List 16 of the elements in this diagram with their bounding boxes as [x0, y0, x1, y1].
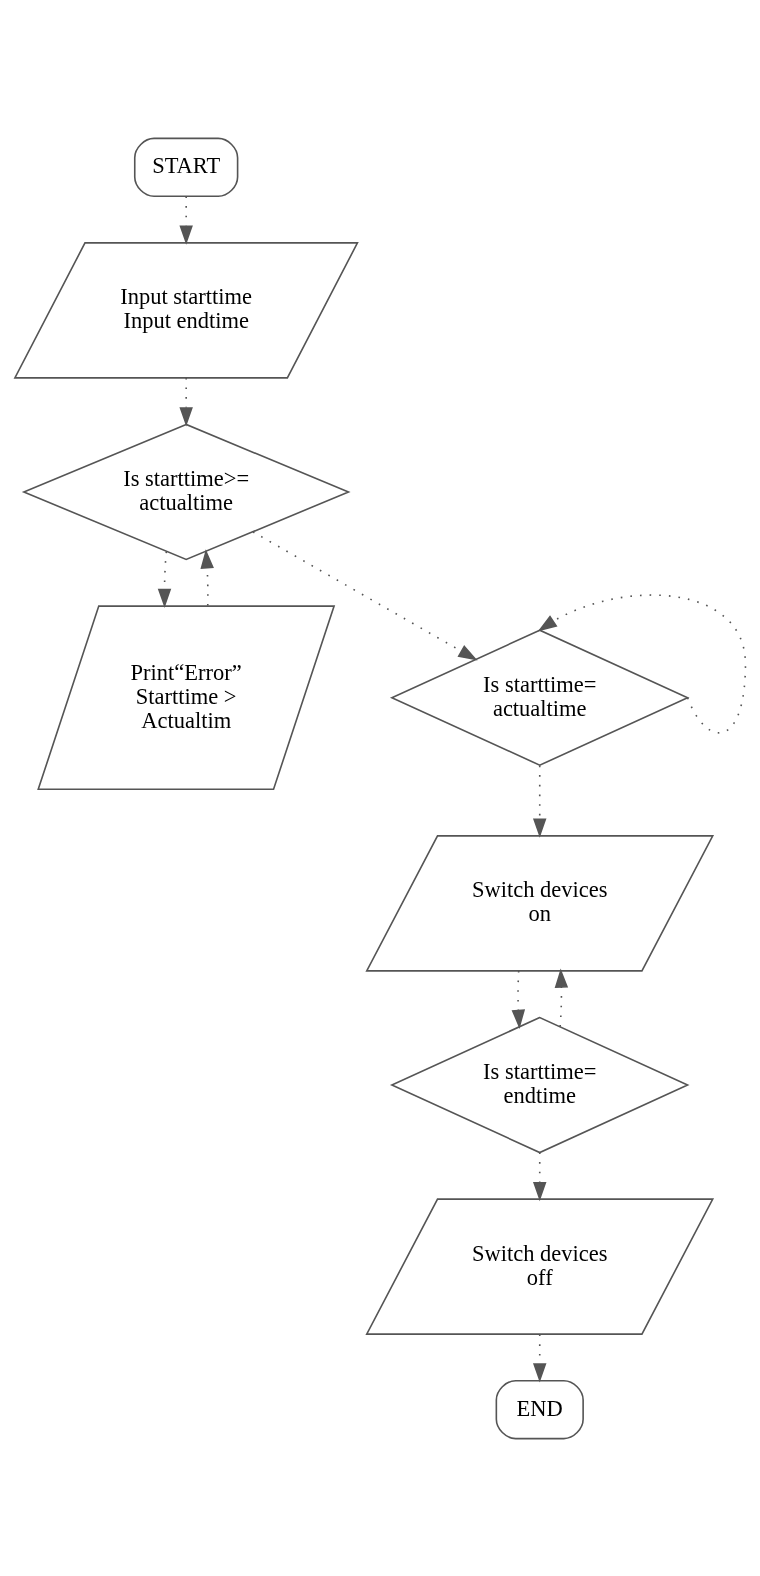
arrow	[532, 764, 547, 838]
arrow	[179, 376, 193, 427]
arrow	[537, 593, 747, 734]
arrow	[554, 968, 569, 1027]
arrow	[511, 969, 526, 1029]
node-box: END	[495, 1379, 584, 1439]
arrow	[179, 195, 193, 245]
arrow	[200, 548, 214, 606]
arrow	[157, 550, 172, 608]
arrow	[532, 1151, 547, 1201]
node-diamond: Is starttime= actualtime	[389, 628, 690, 766]
node-diamond: Is starttime>= actualtime	[21, 423, 351, 560]
node-diamond: Is starttime= endtime	[389, 1016, 690, 1153]
arrow	[252, 530, 478, 660]
arrow	[532, 1333, 547, 1382]
node-box: START	[133, 137, 239, 197]
